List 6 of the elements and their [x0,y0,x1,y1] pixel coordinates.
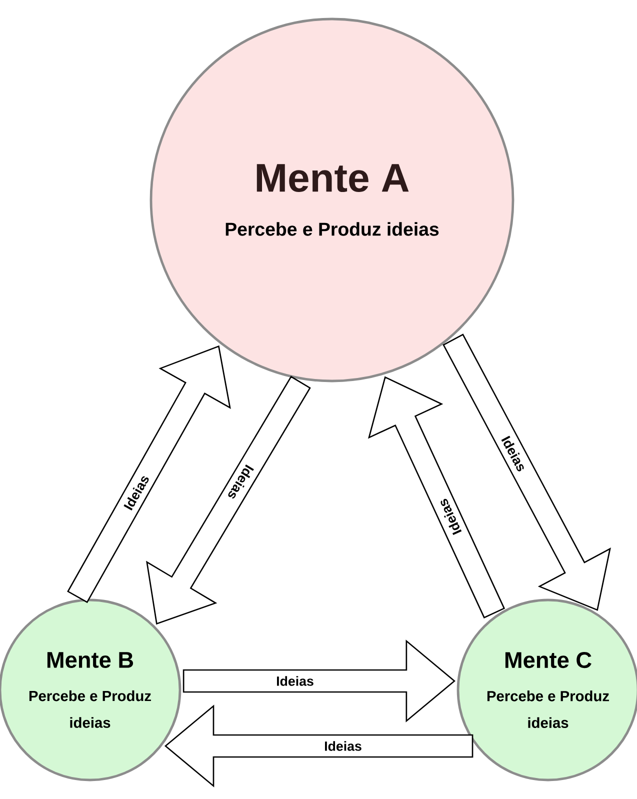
edge-label: Ideias [277,676,314,686]
edge-label: Ideias [325,741,362,751]
block-arrow [182,640,456,722]
block-arrow [442,334,611,611]
edge-label: Ideias [440,498,462,536]
block-arrow [164,704,474,788]
